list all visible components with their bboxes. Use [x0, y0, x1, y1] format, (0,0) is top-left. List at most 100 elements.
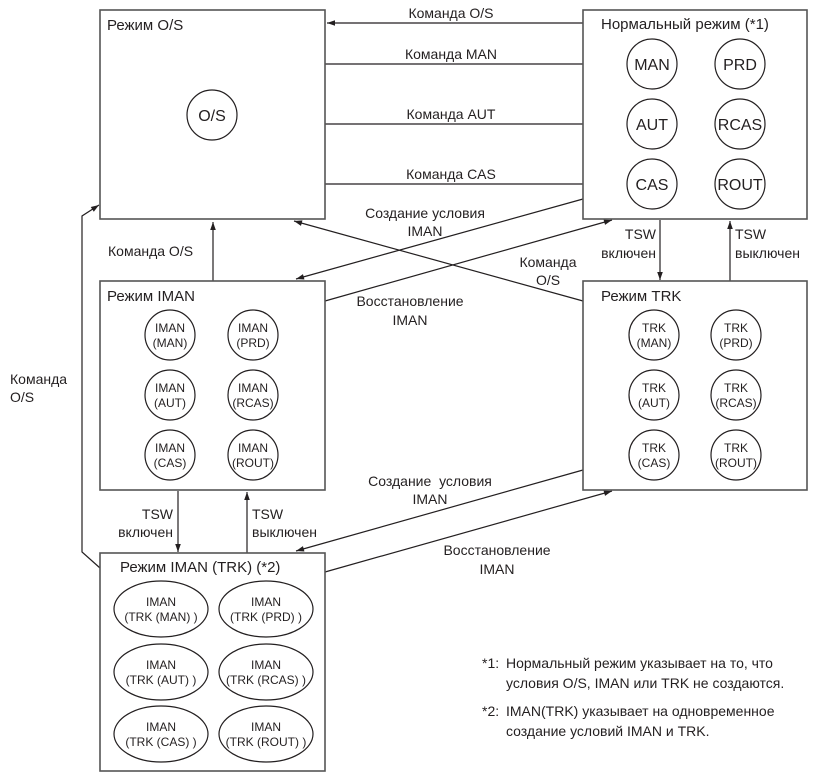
node-trk-aut-line-2: (AUT) [638, 396, 670, 410]
node-trk-prd-line-1: TRK [724, 321, 748, 335]
label-trk-to-imantrk-1: Создание условия [368, 473, 492, 489]
node-iman-trk-trk-prd [218, 580, 314, 638]
node-iman-trk-trk-prd-line-2: (TRK (PRD) ) [230, 610, 302, 624]
node-trk-cas-line-2: (CAS) [638, 456, 671, 470]
node-aut [626, 98, 678, 150]
node-iman-aut-line-1: IMAN [155, 381, 185, 395]
node-trk-man [628, 309, 680, 361]
node-iman-man-line-2: (MAN) [153, 336, 188, 350]
node-aut-label: AUT [636, 117, 668, 134]
footnote-2-line-1: IMAN(TRK) указывает на одновременное [506, 703, 775, 719]
node-trk-prd [710, 309, 762, 361]
mode-os-title: Режим O/S [107, 17, 183, 34]
node-prd [714, 38, 766, 90]
node-iman-rout [227, 429, 279, 481]
node-trk-rout-line-2: (ROUT) [715, 456, 757, 470]
label-os-to-cas: Команда CAS [406, 166, 496, 182]
node-iman-aut [144, 369, 196, 421]
label-imantrk-to-os-2: O/S [10, 389, 34, 405]
label-trk-to-imantrk-2: IMAN [413, 491, 448, 507]
node-rout-label: ROUT [717, 177, 763, 194]
node-iman-trk-trk-rout-line-2: (TRK (ROUT) ) [226, 735, 307, 749]
mode-trk-box [582, 280, 808, 491]
label-imantrk-to-os-1: Команда [10, 371, 67, 387]
node-iman-prd [227, 309, 279, 361]
node-os [186, 89, 238, 141]
footnote-2-marker: *2: [482, 703, 499, 719]
node-cas [626, 158, 678, 210]
node-iman-trk-trk-cas-line-2: (TRK (CAS) ) [125, 735, 196, 749]
node-iman-trk-trk-aut-line-2: (TRK (AUT) ) [126, 673, 197, 687]
label-normal-to-iman-1: Создание условия [365, 205, 485, 221]
node-iman-trk-trk-man-line-1: IMAN [146, 595, 176, 609]
node-rout [714, 158, 766, 210]
node-iman-rout-line-1: IMAN [238, 441, 268, 455]
mode-iman: Режим IMAN IMAN(MAN)IMAN(PRD)IMAN(AUT)IM… [99, 280, 326, 491]
node-iman-trk-trk-rcas-line-2: (TRK (RCAS) ) [226, 673, 306, 687]
footnote-2-line-2: создание условий IMAN и TRK. [506, 723, 710, 739]
node-iman-trk-trk-cas-line-1: IMAN [146, 720, 176, 734]
label-iman-to-imantrk-1: TSW [142, 506, 174, 522]
node-trk-cas [628, 429, 680, 481]
node-iman-trk-trk-prd-line-1: IMAN [251, 595, 281, 609]
node-cas-label: CAS [636, 177, 669, 194]
node-iman-prd-line-2: (PRD) [236, 336, 269, 350]
label-normal-to-trk-1: TSW [625, 226, 657, 242]
node-iman-trk-trk-man-line-2: (TRK (MAN) ) [124, 610, 197, 624]
node-iman-trk-trk-rcas [218, 643, 314, 701]
footnote-1-marker: *1: [482, 655, 499, 671]
node-trk-prd-line-2: (PRD) [719, 336, 752, 350]
node-trk-cas-line-1: TRK [642, 441, 666, 455]
node-iman-trk-trk-cas [113, 705, 209, 763]
node-trk-man-line-2: (MAN) [637, 336, 672, 350]
node-iman-trk-trk-rcas-line-1: IMAN [251, 658, 281, 672]
node-man [626, 38, 678, 90]
node-iman-trk-trk-rout [218, 705, 314, 763]
node-iman-trk-trk-aut-line-1: IMAN [146, 658, 176, 672]
mode-normal-title: Нормальный режим (*1) [601, 16, 769, 33]
transition-labels: Команда O/S Команда MAN Команда AUT Кома… [10, 5, 800, 577]
label-imantrk-to-iman-2: выключен [252, 524, 317, 540]
node-iman-man [144, 309, 196, 361]
mode-normal-box [582, 9, 808, 220]
node-trk-rcas-line-2: (RCAS) [715, 396, 756, 410]
node-trk-rcas-line-1: TRK [724, 381, 748, 395]
node-iman-trk-trk-rout-line-1: IMAN [251, 720, 281, 734]
node-prd-label: PRD [723, 57, 757, 74]
node-iman-aut-line-2: (AUT) [154, 396, 186, 410]
node-os-label: O/S [198, 108, 226, 125]
node-trk-rcas [710, 369, 762, 421]
arrow-iman-to-normal [324, 219, 613, 302]
mode-iman-trk-title: Режим IMAN (TRK) (*2) [120, 559, 280, 576]
node-trk-aut-line-1: TRK [642, 381, 666, 395]
mode-iman-title: Режим IMAN [107, 288, 195, 305]
label-trk-to-os-1: Команда [519, 254, 576, 270]
mode-trk-title: Режим TRK [601, 288, 681, 305]
label-os-to-man: Команда MAN [405, 46, 497, 62]
label-iman-to-normal-2: IMAN [393, 312, 428, 328]
label-os-to-aut: Команда AUT [407, 106, 496, 122]
node-iman-rcas-line-2: (RCAS) [232, 396, 273, 410]
node-rcas-label: RCAS [718, 117, 762, 134]
label-normal-to-os: Команда O/S [408, 5, 493, 21]
node-iman-cas-line-1: IMAN [155, 441, 185, 455]
label-iman-to-os: Команда O/S [108, 243, 193, 259]
node-iman-cas [144, 429, 196, 481]
mode-iman-box [99, 280, 326, 491]
arrow-normal-to-iman [295, 198, 584, 280]
node-iman-prd-line-1: IMAN [238, 321, 268, 335]
mode-os: Режим O/S O/S [99, 9, 326, 220]
label-iman-to-imantrk-2: включен [118, 524, 173, 540]
label-imantrk-to-iman-1: TSW [252, 506, 284, 522]
footnotes: *1: Нормальный режим указывает на то, чт… [482, 655, 784, 739]
node-iman-trk-trk-aut [113, 643, 209, 701]
node-trk-aut [628, 369, 680, 421]
arrow-trk-to-os [293, 220, 584, 302]
footnote-1-line-1: Нормальный режим указывает на то, что [506, 655, 773, 671]
connections [81, 20, 733, 573]
node-iman-man-line-1: IMAN [155, 321, 185, 335]
mode-iman-trk: Режим IMAN (TRK) (*2) IMAN(TRK (MAN) )IM… [99, 552, 326, 772]
arrow-trk-to-imantrk [295, 469, 584, 552]
